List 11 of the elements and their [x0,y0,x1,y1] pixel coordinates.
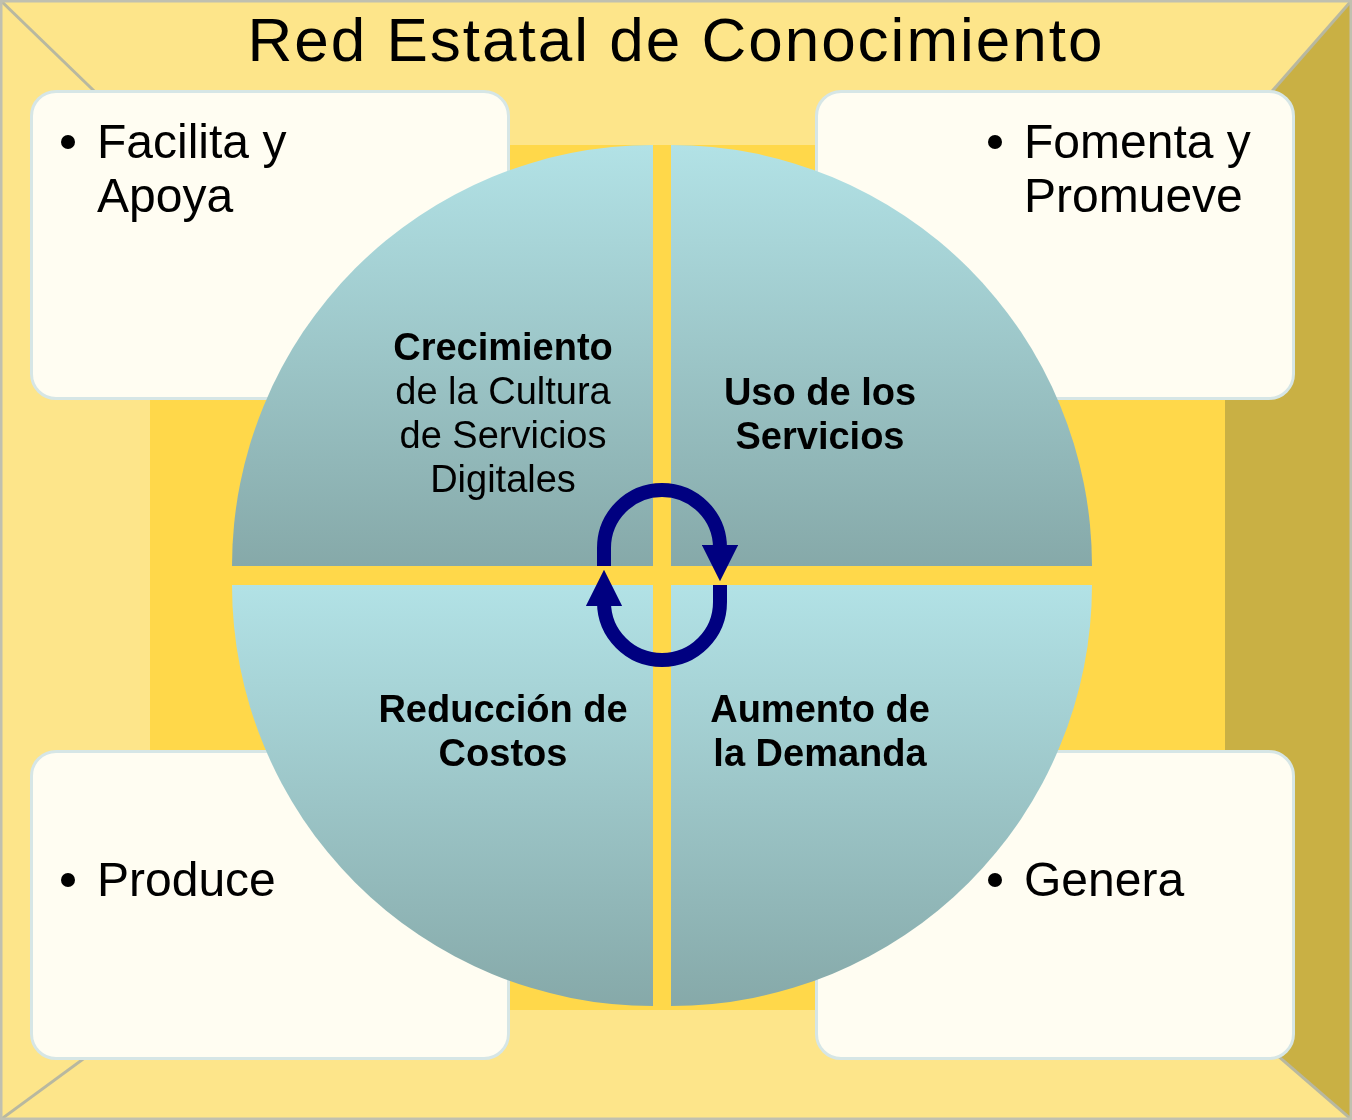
curved-arrow [585,569,727,667]
segment-label: Aumento de la Demanda [709,687,931,775]
diagram-title: Red Estatal de Conocimiento [246,4,1106,76]
segment-label: Uso de los Servicios [722,370,918,458]
bullet-text: Facilita y Apoya [97,115,288,223]
bullet-text: Genera [1024,853,1186,907]
bullet-text: Fomenta y Promueve [1024,115,1252,223]
segment-label: Reducción de Costos [378,687,628,775]
bullet-text: Produce [97,853,277,907]
segment-label: Crecimiento de la Cultura de Servicios Digitales [392,325,614,501]
curved-arrow [597,483,739,582]
